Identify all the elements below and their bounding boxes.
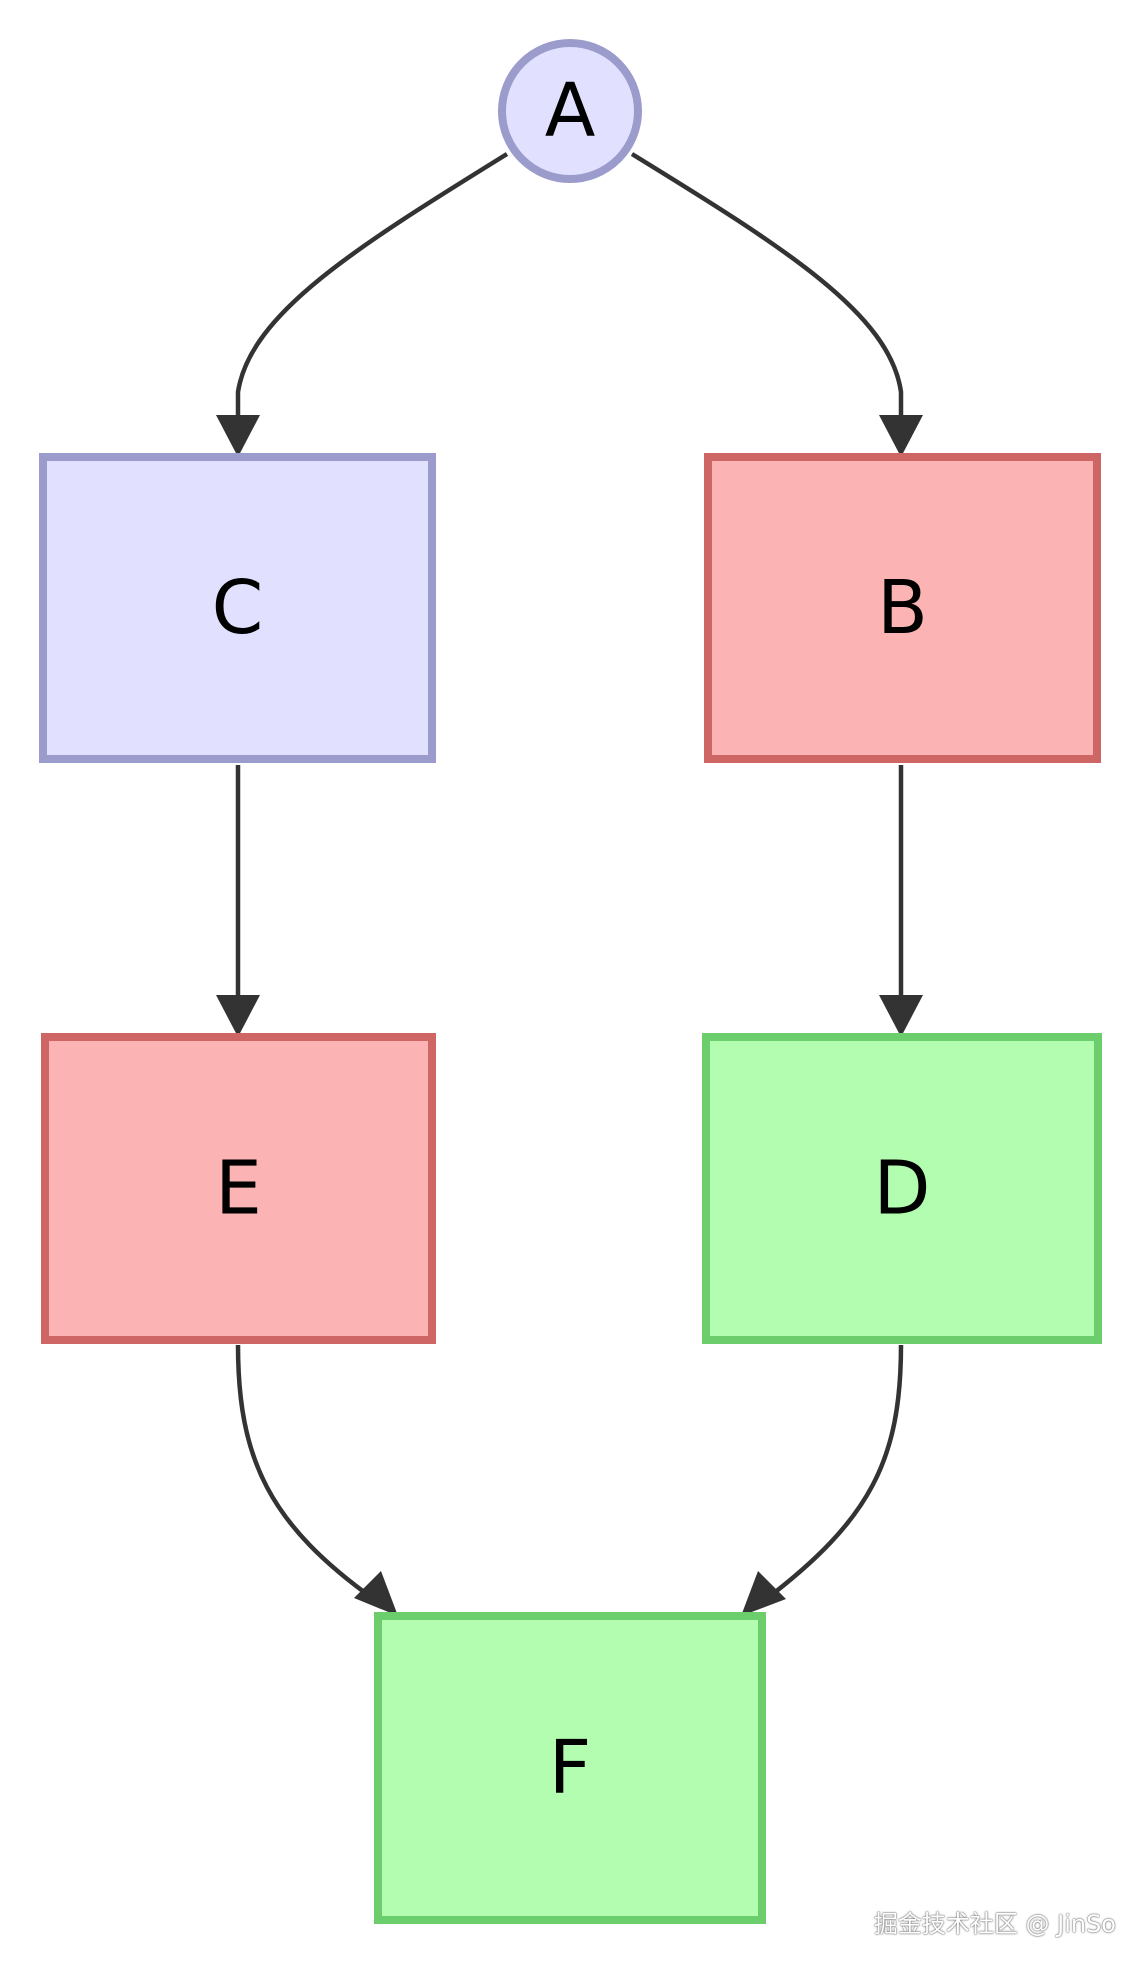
node-label: D [874,1146,931,1232]
node-shape [704,453,1101,763]
arrowhead-icon [879,995,923,1037]
node-shape [702,1033,1102,1344]
node-label: E [215,1146,262,1232]
edge-d-to-f [741,1344,904,1616]
node-label: C [212,565,264,651]
edge-a-to-b [630,152,923,457]
arrowhead-icon [741,1571,786,1616]
arrowhead-icon [354,1571,398,1616]
node-e: E [41,1033,436,1344]
node-shape [374,1612,766,1924]
nodes-layer: A C B E D F [39,39,1102,1924]
node-shape [39,453,436,763]
arrowhead-icon [216,415,260,457]
edges-layer [216,152,923,1616]
node-b: B [704,453,1101,763]
edge-a-to-c [216,152,509,457]
node-f: F [374,1612,766,1924]
node-a: A [498,39,642,183]
edge-line [235,1344,377,1602]
arrowhead-icon [879,415,923,457]
edge-line [630,152,904,420]
watermark-text: 掘金技术社区 @ JinSo [873,1910,1116,1938]
arrowhead-icon [216,995,260,1037]
node-shape [41,1033,436,1344]
node-d: D [702,1033,1102,1344]
edge-b-to-d [879,765,923,1037]
edge-line [763,1344,904,1602]
node-label: A [545,68,596,154]
node-c: C [39,453,436,763]
edge-e-to-f [235,1344,398,1616]
node-shape [498,39,642,183]
edge-line [235,152,509,420]
node-label: F [549,1725,592,1811]
node-label: B [877,565,928,651]
edge-c-to-e [216,765,260,1037]
